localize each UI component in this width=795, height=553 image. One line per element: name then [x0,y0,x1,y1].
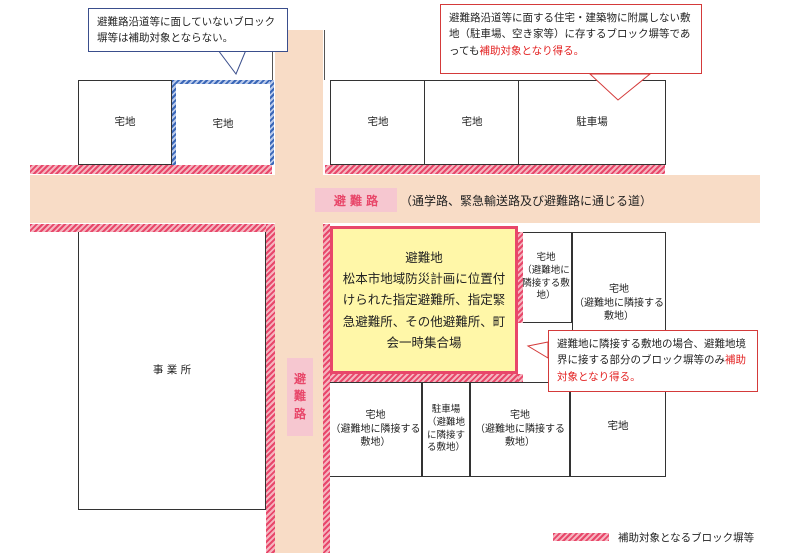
lot-residence-2: 宅地 [176,84,270,165]
eligible-wall-road-top-right [325,165,665,174]
lot-bottom-parking: 駐車場 （避難地に隣接する敷地） [422,382,470,477]
lot-parking-top: 駐車場 [518,80,666,165]
eligible-wall-road-top [30,165,272,174]
eligible-wall-road-bottom-left [30,224,275,232]
callout-unattached-land: 避難路沿道等に面する住宅・建築物に附属しない敷地（駐車場、空き家等）に存するブロ… [440,4,702,74]
refuge-text: 避難地 松本市地域防災計画に位置付けられた指定避難所、指定緊急避難所、その他避難… [341,247,507,353]
vertical-evacuation-road [275,30,323,553]
non-eligible-wall-top [172,80,274,84]
refuge-title: 避難地 [405,249,443,265]
legend-swatch [553,533,609,541]
lot-residence-4: 宅地 [424,80,520,165]
non-eligible-wall-right [270,80,274,165]
horizontal-road-description: （通学路、緊急輸送路及び避難路に通じる道） [400,194,653,208]
road-edge-line-left [272,30,273,80]
vertical-road-label: 避 難 路 [287,358,313,436]
lot-bottom-1: 宅地 （避難地に隣接する敷地） [330,382,422,477]
lot-residence-3: 宅地 [330,80,426,165]
eligible-wall-vertical-right [323,224,330,553]
lot-adjacent-small: 宅地 （避難地に隣接する敷地） [521,232,572,323]
lot-residence-1: 宅地 [78,80,172,165]
refuge-body: 松本市地域防災計画に位置付けられた指定避難所、指定緊急避難所、その他避難所、町会… [342,271,506,350]
callout-adjacent-refuge: 避難地に隣接する敷地の場合、避難地境界に接する部分のブロック塀等のみ補助対象とな… [548,330,758,392]
eligible-wall-adjacent-small [518,232,523,323]
refuge-area: 避難地 松本市地域防災計画に位置付けられた指定避難所、指定緊急避難所、その他避難… [330,226,518,374]
callout-not-eligible: 避難路沿道等に面していないブロック塀等は補助対象とならない。 [88,8,288,52]
eligible-wall-vertical-left [266,224,275,553]
horizontal-road-label: 避 難 路 [315,188,397,212]
non-eligible-wall-left [172,80,176,165]
eligible-wall-bottom [330,374,518,382]
lot-office: 事 業 所 [78,232,266,510]
eligible-wall-bottom-ext [518,374,523,382]
lot-bottom-3: 宅地 （避難地に隣接する敷地） [470,382,570,477]
legend-label: 補助対象となるブロック塀等 [618,532,755,544]
road-edge-line-right [324,30,325,80]
